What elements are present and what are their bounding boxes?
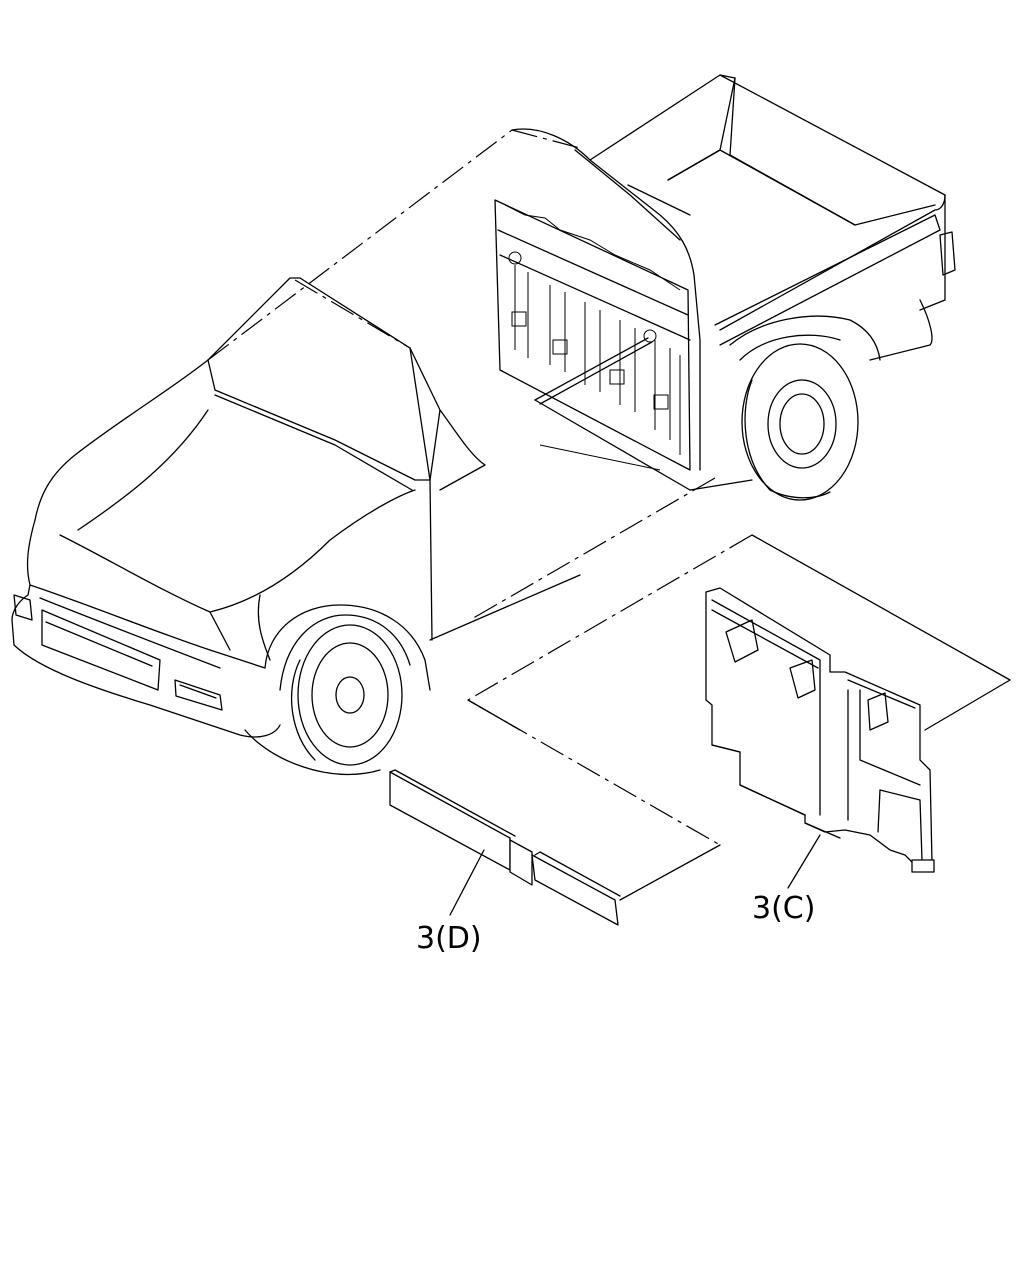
callout-3d-leader [449,849,485,916]
rear-panel-ribs [504,204,681,471]
part-3c-rear-panel-insulator [705,587,935,873]
part-3d-floor-strip [389,769,621,926]
leader-lines [467,477,1011,901]
pickup-truck-illustration [11,74,1011,776]
callout-label-3d: 3(D) [416,921,482,956]
callout-3c-leader [787,834,821,889]
callout-label-3c: 3(C) [752,891,815,926]
